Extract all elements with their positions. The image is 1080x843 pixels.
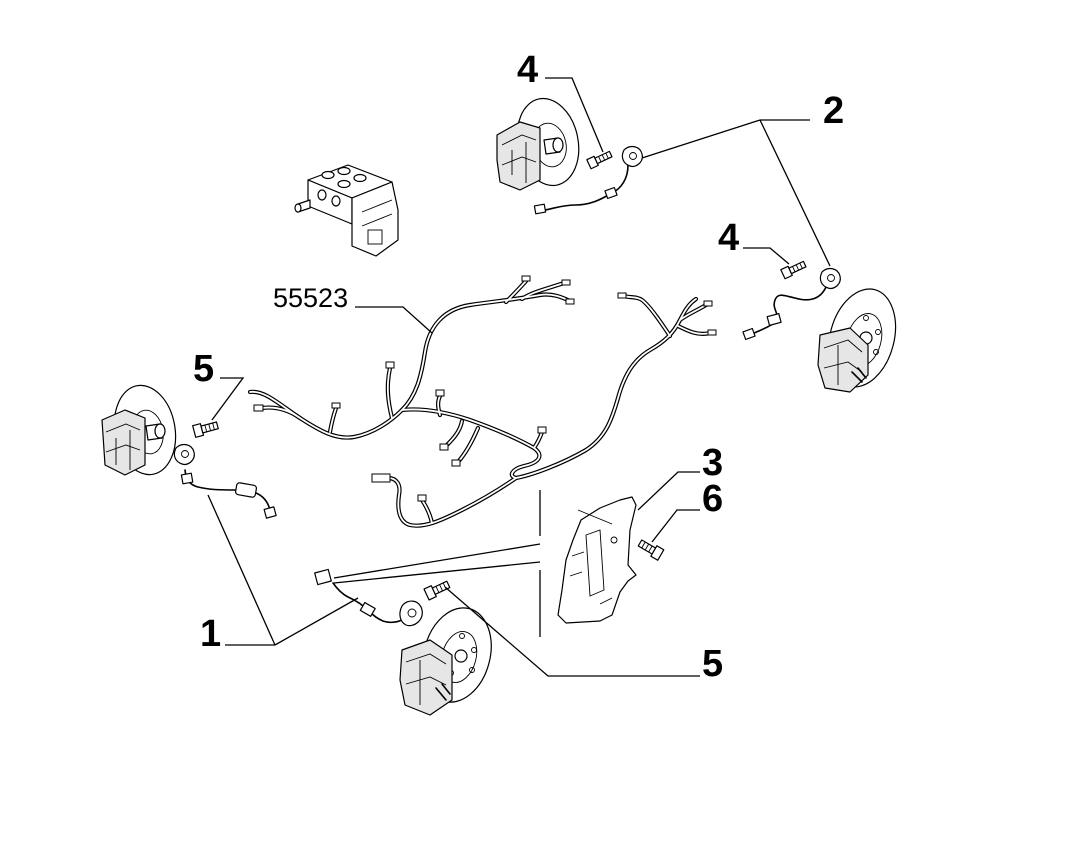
bolt-4-top: [586, 150, 613, 170]
leader-5-bottom: [444, 586, 700, 677]
wiring-harness: [250, 275, 717, 526]
bolt-4-right: [780, 260, 807, 280]
brake-disc-caliper-bottom: [399, 607, 492, 716]
wheel-speed-sensor-top: [533, 145, 643, 215]
wheel-speed-sensor-bottom: [314, 568, 423, 627]
bolt-5-bottom: [423, 580, 451, 601]
leader-55523: [355, 306, 433, 334]
connector-callout-lines: [333, 490, 541, 637]
leader-3: [637, 471, 700, 511]
bolt-6: [637, 539, 665, 561]
leader-2: [641, 119, 831, 267]
callout-2: 2: [823, 90, 844, 132]
callout-3: 3: [702, 442, 723, 484]
wheel-speed-sensor-left: [173, 443, 277, 519]
callout-1: 1: [200, 613, 221, 655]
leader-lines: [207, 77, 831, 677]
leader-5-left: [211, 377, 245, 421]
bolt-5-left: [192, 421, 219, 438]
abs-modulator: [294, 164, 399, 257]
callout-4-top: 4: [517, 49, 538, 91]
callout-6: 6: [702, 478, 723, 520]
leader-4-top: [545, 77, 604, 153]
leader-4-right: [743, 247, 790, 265]
brake-disc-caliper-top: [496, 97, 580, 191]
callout-5-bottom: 5: [702, 643, 723, 685]
sensor-bracket: [557, 496, 637, 624]
wheel-speed-sensor-right: [742, 267, 841, 341]
leader-6: [651, 509, 700, 543]
leader-1: [207, 494, 359, 646]
brake-disc-caliper-right: [817, 288, 897, 393]
harness-connectors: [253, 275, 717, 502]
callout-4-right: 4: [718, 217, 739, 259]
callout-harness-code: 55523: [273, 283, 348, 313]
callout-5-left: 5: [193, 348, 214, 390]
callout-labels: 4 2 4 55523 5 3 6 1 5: [193, 49, 844, 685]
brake-disc-caliper-left: [101, 384, 177, 476]
